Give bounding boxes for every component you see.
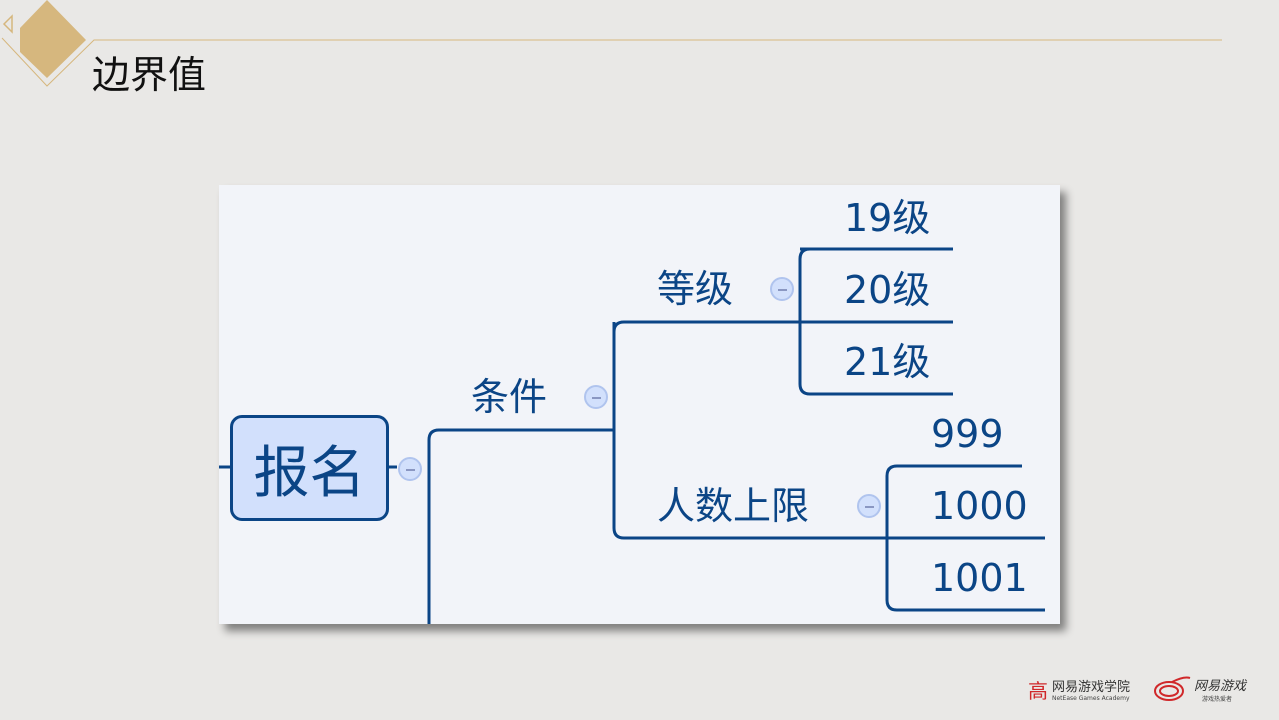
games-subtitle: 游戏热爱者 [1202,696,1233,703]
root-node[interactable]: 报名 [230,415,389,521]
netease-swirl-icon [1154,676,1191,701]
leaf-limit-1000[interactable]: 1000 [931,484,1028,528]
netease-academy-logo: ⾼ 网易游戏学院 NetEase Games Academy [1028,675,1130,704]
leaf-level-20[interactable]: 20级 [844,268,931,312]
collapse-conditions-button[interactable] [584,385,608,409]
leaf-limit-1001[interactable]: 1001 [931,556,1028,600]
leaf-level-21[interactable]: 21级 [844,340,931,384]
games-name: 网易游戏 [1194,679,1247,694]
academy-seal-icon: ⾼ [1028,678,1048,703]
collapse-root-button[interactable] [398,457,422,481]
node-player-limit[interactable]: 人数上限 [657,484,810,528]
collapse-level-button[interactable] [770,277,794,301]
footer-logos: ⾼ 网易游戏学院 NetEase Games Academy 网易游戏 游戏热爱… [1028,672,1246,706]
node-level[interactable]: 等级 [657,267,734,311]
collapse-player-limit-button[interactable] [857,494,881,518]
netease-games-logo: 网易游戏 游戏热爱者 [1152,674,1246,704]
mindmap-image: 报名 条件 等级 19级 20级 21级 人数上限 999 1000 1001 [219,185,1060,624]
leaf-level-19[interactable]: 19级 [844,196,931,240]
slide-title: 边界值 [92,53,207,97]
branch-node-conditions[interactable]: 条件 [471,375,548,419]
title-decoration [1,0,1222,87]
mindmap-connectors [219,247,1045,624]
academy-name: 网易游戏学院 [1052,680,1131,695]
academy-subtitle: NetEase Games Academy [1052,695,1130,702]
leaf-limit-999[interactable]: 999 [931,412,1004,456]
